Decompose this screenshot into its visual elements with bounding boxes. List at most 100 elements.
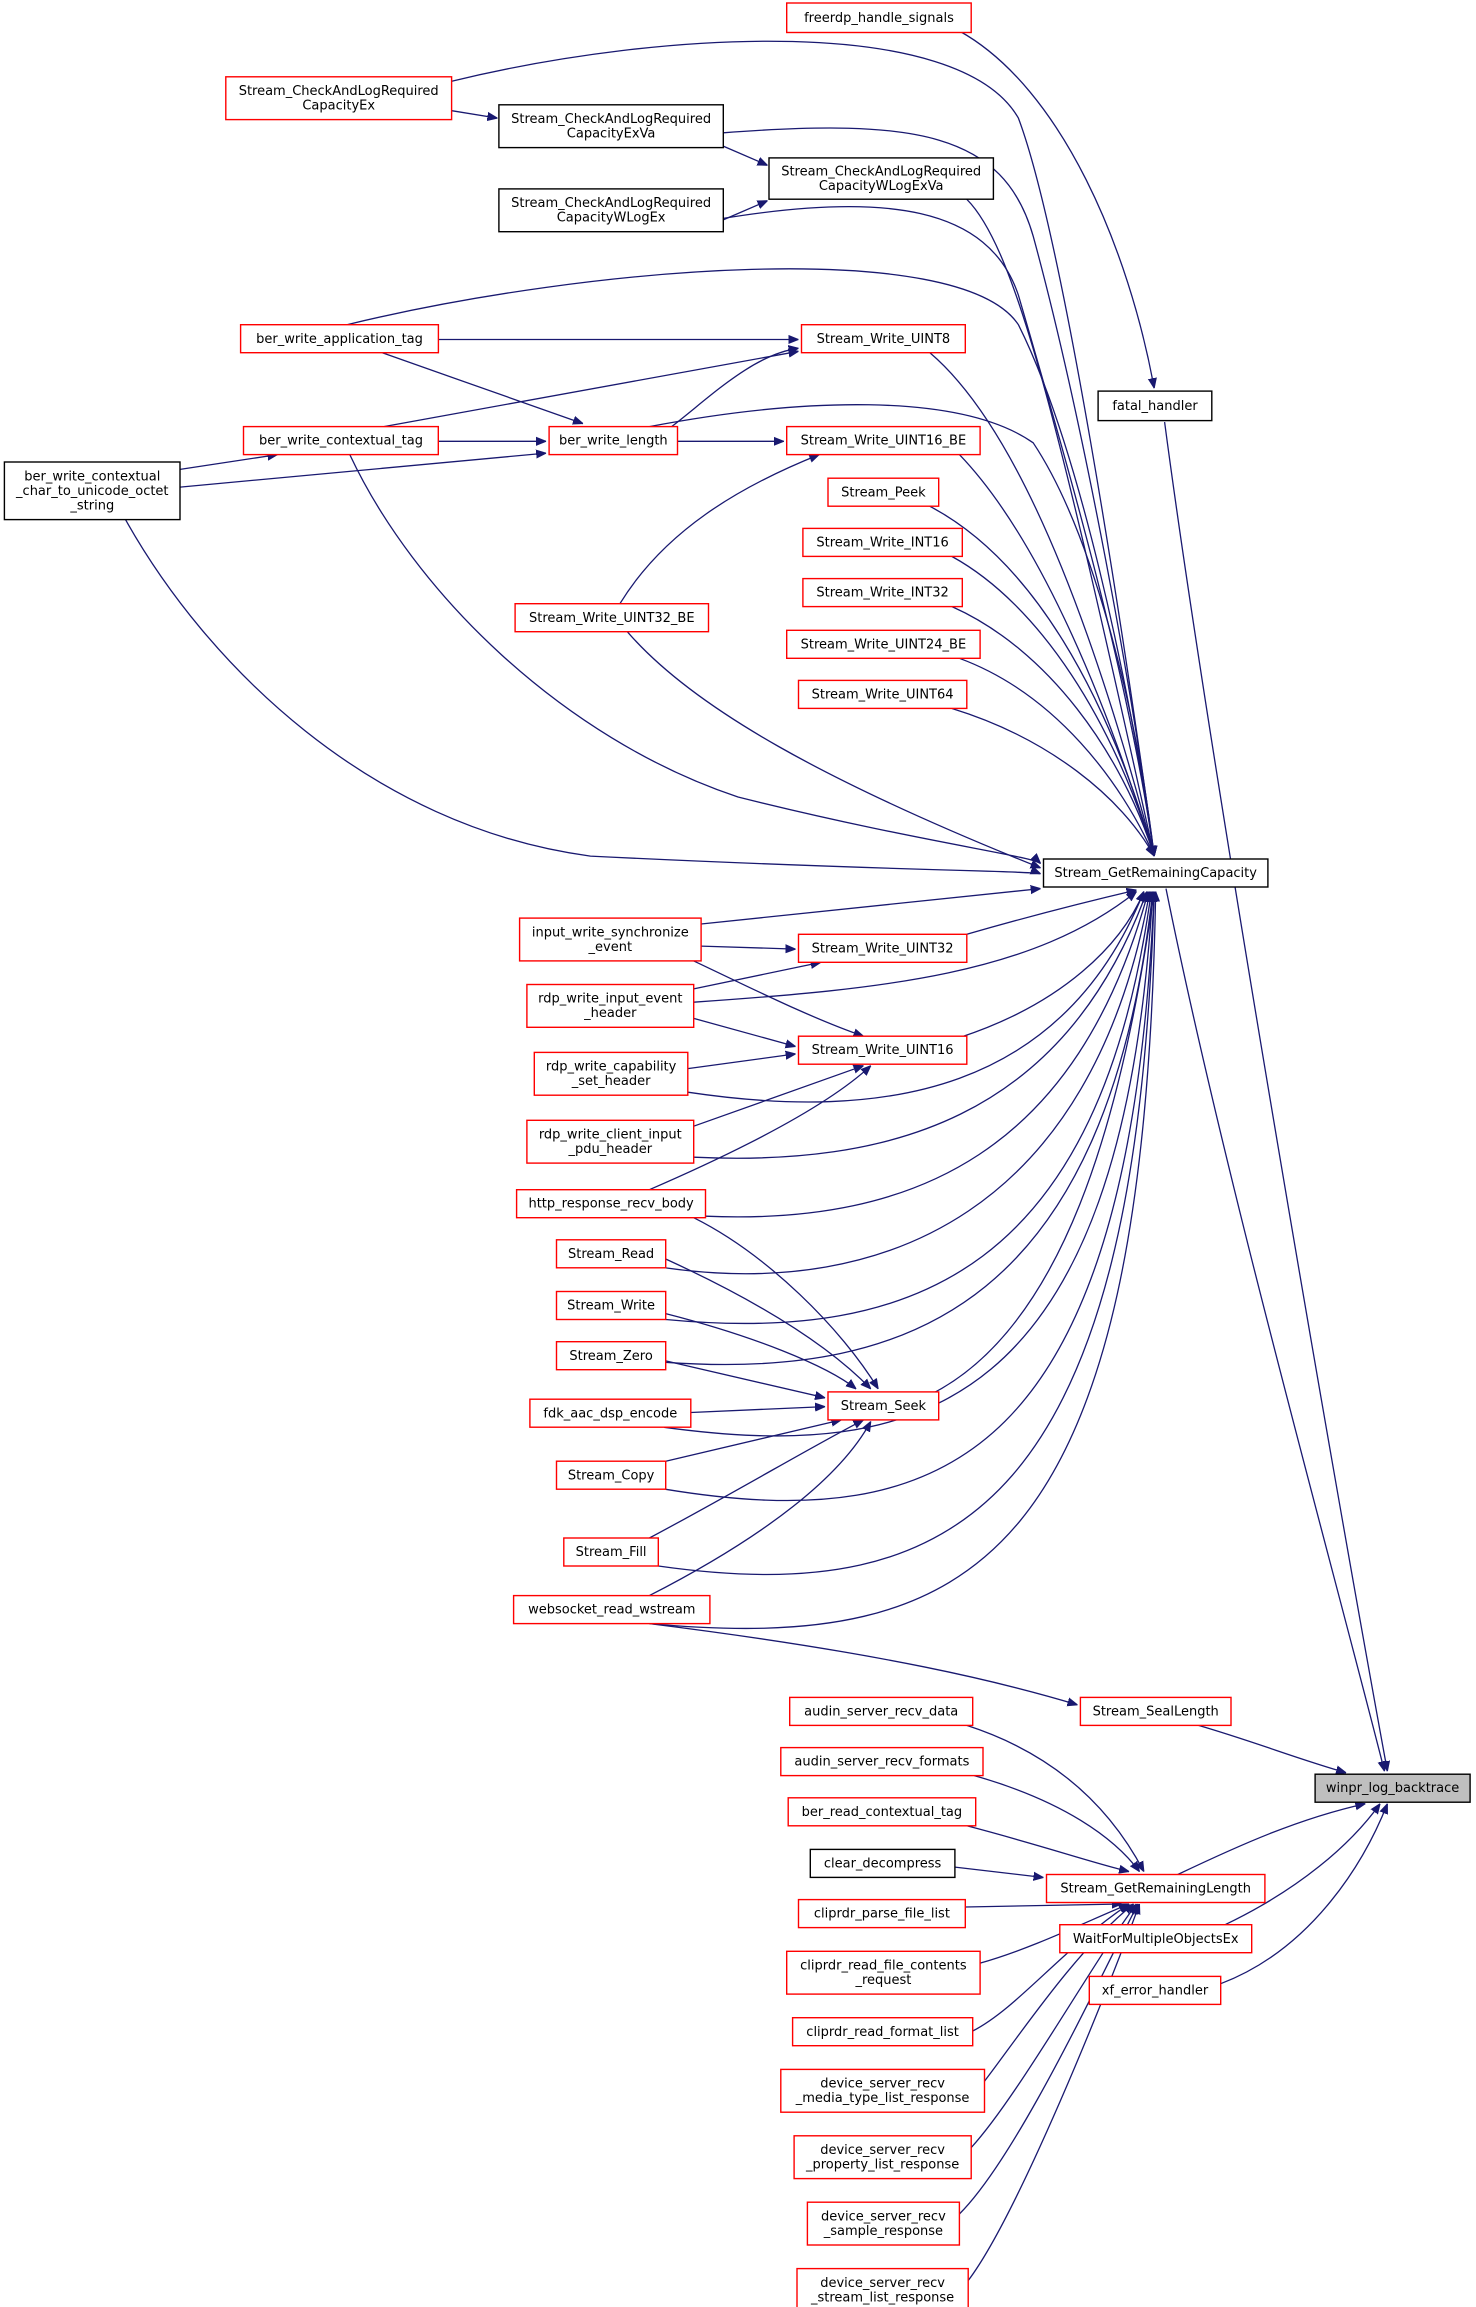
node-Stream_Read[interactable]: Stream_Read [555, 1239, 667, 1269]
node-fdk_aac_dsp_encode[interactable]: fdk_aac_dsp_encode [529, 1398, 692, 1428]
node-xf_error_handler[interactable]: xf_error_handler [1088, 1975, 1222, 2006]
node-label: input_write_synchronize [532, 925, 689, 940]
node-label: CapacityWLogEx [557, 211, 666, 226]
edge-rdp_write_input_event_header-to-Stream_Write_UINT32 [693, 962, 821, 990]
node-label: Stream_Write_INT16 [816, 536, 948, 551]
edge-Stream_CheckAndLogRequiredCapacityWLogExVa-to-Stream_GetRemainingCapacity [966, 198, 1154, 856]
edge-ber_write_contextual_char_to_unicode_octet_string-to-Stream_GetRemainingCapacity [124, 519, 1041, 875]
node-Stream_Copy[interactable]: Stream_Copy [555, 1460, 667, 1490]
edge-input_write_synchronize_event-to-Stream_Write_UINT16 [693, 960, 864, 1036]
node-rdp_write_input_event_header[interactable]: rdp_write_input_event_header [526, 983, 695, 1028]
node-box [1079, 1696, 1232, 1727]
node-rdp_write_capability_set_header[interactable]: rdp_write_capability_set_header [533, 1051, 689, 1096]
node-fatal_handler[interactable]: fatal_handler [1097, 390, 1213, 422]
node-Stream_Write[interactable]: Stream_Write [555, 1290, 667, 1321]
node-ber_write_contextual_char_to_unicode_octet_string[interactable]: ber_write_contextual_char_to_unicode_oct… [3, 461, 181, 521]
node-label: Stream_SealLength [1093, 1705, 1219, 1720]
edges [124, 30, 1389, 2281]
node-Stream_Peek[interactable]: Stream_Peek [827, 477, 940, 507]
node-websocket_read_wstream[interactable]: websocket_read_wstream [512, 1594, 711, 1625]
node-box [802, 577, 964, 608]
node-Stream_GetRemainingCapacity[interactable]: Stream_GetRemainingCapacity [1042, 858, 1269, 888]
edge-Stream_CheckAndLogRequiredCapacityExVa-to-Stream_GetRemainingCapacity [723, 127, 1154, 856]
node-Stream_Write_UINT32[interactable]: Stream_Write_UINT32 [797, 933, 968, 963]
node-rdp_write_client_input_pdu_header[interactable]: rdp_write_client_input_pdu_header [526, 1119, 695, 1164]
node-label: _char_to_unicode_octet [15, 484, 168, 499]
node-ber_read_contextual_tag[interactable]: ber_read_contextual_tag [787, 1797, 977, 1827]
node-Stream_Fill[interactable]: Stream_Fill [563, 1537, 659, 1567]
edge-Stream_Write_INT16-to-Stream_GetRemainingCapacity [951, 555, 1154, 857]
node-box [242, 425, 440, 456]
node-box [809, 1848, 956, 1879]
node-box [786, 425, 981, 456]
node-box [787, 1797, 977, 1827]
node-Stream_Seek[interactable]: Stream_Seek [827, 1391, 940, 1421]
edge-device_server_recv_media_type_list_response-to-Stream_GetRemainingLength [983, 1904, 1134, 2082]
node-Stream_Write_INT16[interactable]: Stream_Write_INT16 [802, 527, 964, 558]
node-device_server_recv_sample_response[interactable]: device_server_recv_sample_response [806, 2201, 961, 2246]
node-input_write_synchronize_event[interactable]: input_write_synchronize_event [518, 917, 702, 962]
edge-rdp_write_client_input_pdu_header-to-Stream_Write_UINT16 [693, 1066, 864, 1127]
node-ber_write_length[interactable]: ber_write_length [548, 425, 679, 456]
node-ber_write_contextual_tag[interactable]: ber_write_contextual_tag [242, 425, 440, 456]
edge-ber_write_contextual_char_to_unicode_octet_string-to-ber_write_contextual_tag [180, 455, 277, 471]
node-label: Stream_Copy [568, 1468, 655, 1483]
node-cliprdr_parse_file_list[interactable]: cliprdr_parse_file_list [797, 1898, 967, 1929]
node-Stream_Write_UINT8[interactable]: Stream_Write_UINT8 [800, 324, 967, 354]
node-http_response_recv_body[interactable]: http_response_recv_body [515, 1188, 707, 1219]
node-Stream_Write_UINT16[interactable]: Stream_Write_UINT16 [797, 1035, 968, 1065]
node-label: _sample_response [823, 2224, 943, 2239]
node-Stream_Write_UINT32_BE[interactable]: Stream_Write_UINT32_BE [514, 603, 710, 633]
node-cliprdr_read_format_list[interactable]: cliprdr_read_format_list [791, 2016, 974, 2047]
edge-freerdp_handle_signals-to-fatal_handler [959, 30, 1154, 388]
node-label: _stream_list_response [810, 2290, 954, 2305]
node-device_server_recv_stream_list_response[interactable]: device_server_recv_stream_list_response [796, 2267, 969, 2307]
edge-ber_write_length-to-Stream_Write_UINT8 [671, 348, 799, 428]
node-cliprdr_read_file_contents_request[interactable]: cliprdr_read_file_contents_request [786, 1950, 981, 1995]
node-Stream_Write_UINT16_BE[interactable]: Stream_Write_UINT16_BE [786, 425, 981, 456]
edge-Stream_Write_UINT16-to-Stream_GetRemainingCapacity [959, 892, 1145, 1039]
node-box [515, 1188, 707, 1219]
node-Stream_CheckAndLogRequiredCapacityWLogExVa[interactable]: Stream_CheckAndLogRequiredCapacityWLogEx… [768, 157, 995, 200]
node-Stream_Write_INT32[interactable]: Stream_Write_INT32 [802, 577, 964, 608]
node-box [827, 1391, 940, 1421]
edge-Stream_GetRemainingCapacity-to-winpr_log_backtrace [1165, 888, 1385, 1772]
node-label: ber_write_contextual_tag [259, 434, 423, 449]
node-label: _pdu_header [568, 1142, 653, 1157]
node-label: Stream_GetRemainingLength [1060, 1882, 1251, 1897]
node-label: clear_decompress [824, 1857, 942, 1872]
node-freerdp_handle_signals[interactable]: freerdp_handle_signals [786, 2, 972, 34]
edge-Stream_Seek-to-Stream_GetRemainingCapacity [929, 892, 1154, 1396]
node-Stream_SealLength[interactable]: Stream_SealLength [1079, 1696, 1232, 1727]
node-box [239, 324, 440, 354]
node-winpr_log_backtrace[interactable]: winpr_log_backtrace [1314, 1773, 1471, 1803]
node-label: ber_read_contextual_tag [802, 1805, 963, 1820]
node-Stream_Write_UINT24_BE[interactable]: Stream_Write_UINT24_BE [786, 629, 981, 659]
node-label: winpr_log_backtrace [1326, 1781, 1459, 1796]
edge-websocket_read_wstream-to-Stream_GetRemainingCapacity [649, 892, 1155, 1630]
node-box [512, 1594, 711, 1625]
edge-xf_error_handler-to-winpr_log_backtrace [1220, 1804, 1389, 1985]
node-box [498, 188, 724, 233]
edge-Stream_Read-to-Stream_Seek [665, 1258, 871, 1389]
node-Stream_GetRemainingLength[interactable]: Stream_GetRemainingLength [1045, 1873, 1266, 1904]
node-Stream_Write_UINT64[interactable]: Stream_Write_UINT64 [797, 679, 968, 710]
node-WaitForMultipleObjectsEx[interactable]: WaitForMultipleObjectsEx [1059, 1923, 1253, 1954]
node-device_server_recv_property_list_response[interactable]: device_server_recv_property_list_respons… [793, 2135, 972, 2180]
edge-Stream_CheckAndLogRequiredCapacityEx-to-Stream_GetRemainingCapacity [451, 40, 1154, 856]
node-ber_write_application_tag[interactable]: ber_write_application_tag [239, 324, 440, 354]
node-clear_decompress[interactable]: clear_decompress [809, 1848, 956, 1879]
node-label: _string [69, 498, 114, 513]
edge-Stream_SealLength-to-winpr_log_backtrace [1198, 1724, 1347, 1772]
edge-Stream_Zero-to-Stream_GetRemainingCapacity [665, 892, 1153, 1366]
node-audin_server_recv_formats[interactable]: audin_server_recv_formats [780, 1746, 984, 1777]
edge-input_write_synchronize_event-to-Stream_Write_UINT32 [701, 946, 796, 949]
node-audin_server_recv_data[interactable]: audin_server_recv_data [789, 1696, 974, 1727]
node-device_server_recv_media_type_list_response[interactable]: device_server_recv_media_type_list_respo… [780, 2068, 986, 2113]
node-label: rdp_write_input_event [538, 992, 682, 1007]
node-Stream_Zero[interactable]: Stream_Zero [555, 1340, 667, 1371]
node-box [514, 603, 710, 633]
